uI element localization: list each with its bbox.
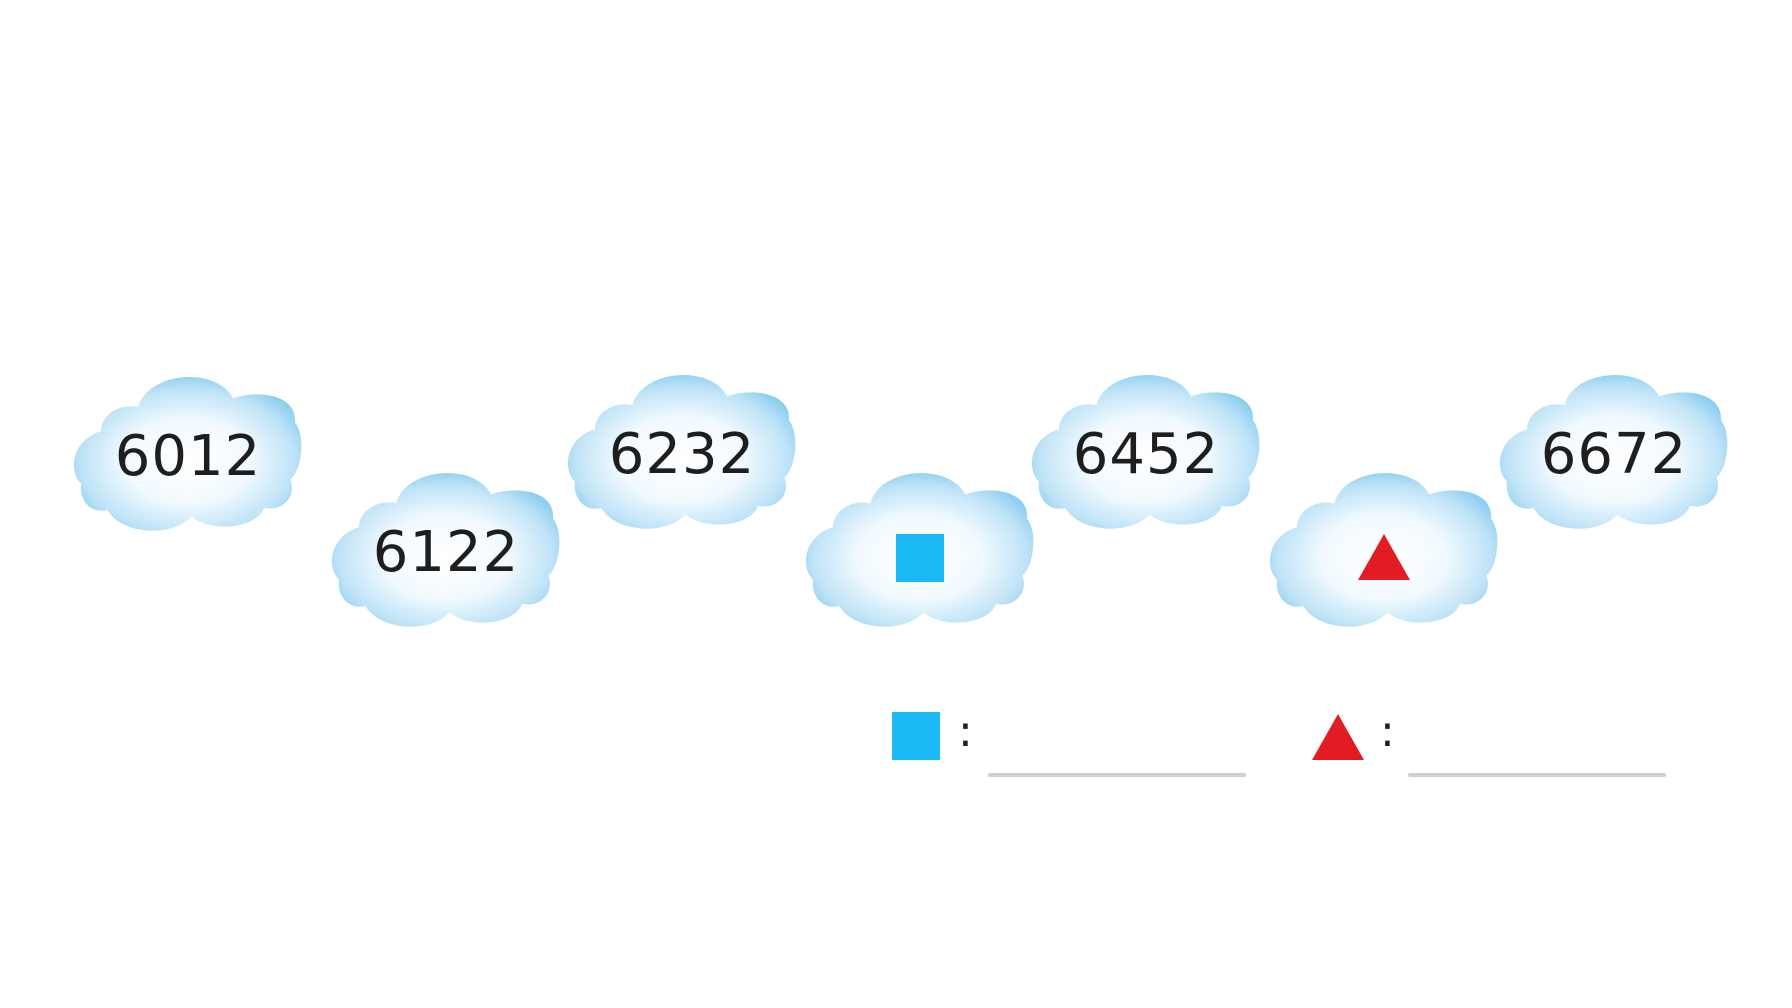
cloud-3: 6232 <box>564 368 800 532</box>
cloud-2: 6122 <box>328 466 564 630</box>
cloud-number: 6232 <box>608 421 756 487</box>
cloud-7: 6672 <box>1496 368 1732 532</box>
answer-separator: : <box>1380 706 1395 757</box>
cloud-number: 6672 <box>1540 421 1688 487</box>
blue-square-icon <box>896 534 944 582</box>
answer-blank-square[interactable] <box>988 773 1246 777</box>
cloud-4-square <box>802 466 1038 630</box>
red-triangle-icon <box>1312 714 1364 760</box>
cloud-number: 6012 <box>114 423 262 489</box>
cloud-number: 6122 <box>372 519 520 585</box>
answer-blank-triangle[interactable] <box>1408 773 1666 777</box>
cloud-5: 6452 <box>1028 368 1264 532</box>
blue-square-icon <box>892 712 940 760</box>
cloud-1: 6012 <box>70 370 306 534</box>
cloud-number: 6452 <box>1072 421 1220 487</box>
cloud-6-triangle <box>1266 466 1502 630</box>
red-triangle-icon <box>1358 534 1410 580</box>
answer-separator: : <box>958 706 973 757</box>
